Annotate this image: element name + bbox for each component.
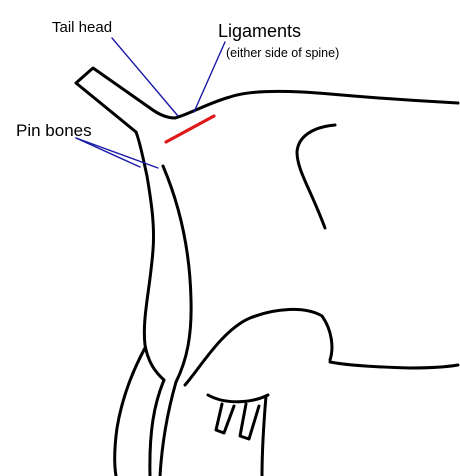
- tail-head-leader: [111, 37, 179, 117]
- ligaments-label: Ligaments: [218, 21, 302, 41]
- far-leg: [260, 394, 268, 476]
- udder-outline: [183, 307, 334, 387]
- udder-bottom: [206, 393, 270, 404]
- teat-left: [214, 402, 236, 435]
- tail-outline: [74, 66, 152, 134]
- rear-leg-inner: [158, 380, 178, 476]
- ligament-marker: [164, 114, 216, 144]
- pin-bones-label: Pin bones: [16, 121, 92, 140]
- pin-bones-leader-lower: [75, 137, 141, 168]
- teat-right: [238, 402, 261, 441]
- rear-leg-back: [113, 346, 147, 476]
- inner-leg-line: [161, 164, 193, 384]
- hip-contour: [295, 123, 337, 230]
- back-line: [148, 89, 460, 120]
- pin-bones-leader-upper: [75, 137, 159, 169]
- rear-leg-front: [148, 378, 166, 476]
- tail-head-label: Tail head: [52, 19, 113, 36]
- ligaments-note-label: (either side of spine): [226, 46, 340, 60]
- belly-line: [328, 360, 460, 370]
- rear-contour: [134, 130, 166, 382]
- ligaments-leader: [193, 41, 226, 113]
